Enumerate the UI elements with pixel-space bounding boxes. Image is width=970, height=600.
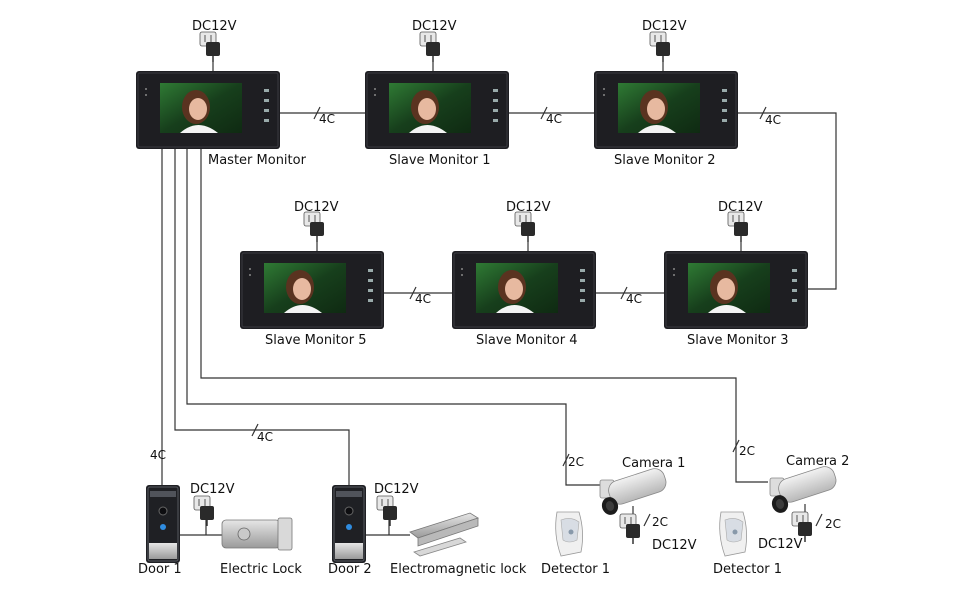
door1-power-label: DC12V [190,482,235,497]
slave2-label: Slave Monitor 2 [614,153,715,168]
slave4-power-label: DC12V [506,200,551,215]
wire-label-door2: 4C [257,430,273,444]
detector1b-label: Detector 1 [713,562,782,577]
camera2-label: Camera 2 [786,454,849,469]
electric-lock: Electric Lock [220,517,302,577]
camera-1: Camera 1 [599,456,685,518]
wire-master-camera2 [200,148,768,483]
camera1-label: Camera 1 [622,456,685,471]
door-1-station: Door 1 [138,484,182,577]
slave-monitor-1: DC12V Slave Monitor 1 [364,19,510,168]
detector1a-label: Detector 1 [541,562,610,577]
door-2-station: Door 2 [328,484,372,577]
wire-label-camera2-power: 2C [825,517,841,531]
wire-label-door1: 4C [150,448,166,462]
wire-label-camera2-line: 2C [739,444,755,458]
slave2-power-label: DC12V [642,19,687,34]
slave5-label: Slave Monitor 5 [265,333,366,348]
slave-monitor-4: DC12V Slave Monitor 4 [451,200,597,348]
wire-labels: 4C 4C 4C 4C 4C 4C 4C 2C 2C 2C 2C [150,112,841,531]
camera1-power: DC12V [619,513,697,553]
master-power-label: DC12V [192,19,237,34]
wire-label-master-slave1: 4C [319,112,335,126]
slave-monitor-5: DC12V Slave Monitor 5 [239,200,385,348]
wire-label-slave2-slave3: 4C [765,113,781,127]
electromagnetic-lock: Electromagnetic lock [390,512,527,577]
slave-monitor-2: DC12V Slave Monitor 2 [593,19,739,168]
master-monitor: DC12V Master Monitor [135,19,307,168]
camera1-power-label: DC12V [652,538,697,553]
wire-master-camera1 [186,148,600,486]
door2-power-label: DC12V [374,482,419,497]
slave-monitor-3: DC12V Slave Monitor 3 [663,200,809,348]
camera2-power-label: DC12V [758,537,803,552]
door1-label: Door 1 [138,562,182,577]
door1-power: DC12V [190,482,235,527]
slave4-label: Slave Monitor 4 [476,333,577,348]
master-monitor-label: Master Monitor [208,153,307,168]
electric-lock-label: Electric Lock [220,562,302,577]
door2-label: Door 2 [328,562,372,577]
wire-label-slave4-slave5: 4C [415,292,431,306]
wire-label-slave3-slave4: 4C [626,292,642,306]
em-lock-label: Electromagnetic lock [390,562,527,577]
detector-1a: Detector 1 [541,511,610,577]
door2-power: DC12V [374,482,419,527]
slave1-power-label: DC12V [412,19,457,34]
detector-1b: Detector 1 [713,511,782,577]
camera-2: Camera 2 [769,454,849,516]
slave5-power-label: DC12V [294,200,339,215]
wire-master-door2 [174,148,350,486]
wire-slave2-slave3 [738,112,837,290]
wire-label-slave1-slave2: 4C [546,112,562,126]
wire-label-camera1-line: 2C [568,455,584,469]
slave3-label: Slave Monitor 3 [687,333,788,348]
slave1-label: Slave Monitor 1 [389,153,490,168]
slave3-power-label: DC12V [718,200,763,215]
camera2-power: DC12V [758,511,813,552]
wire-label-camera1-power: 2C [652,515,668,529]
wires [161,106,837,536]
